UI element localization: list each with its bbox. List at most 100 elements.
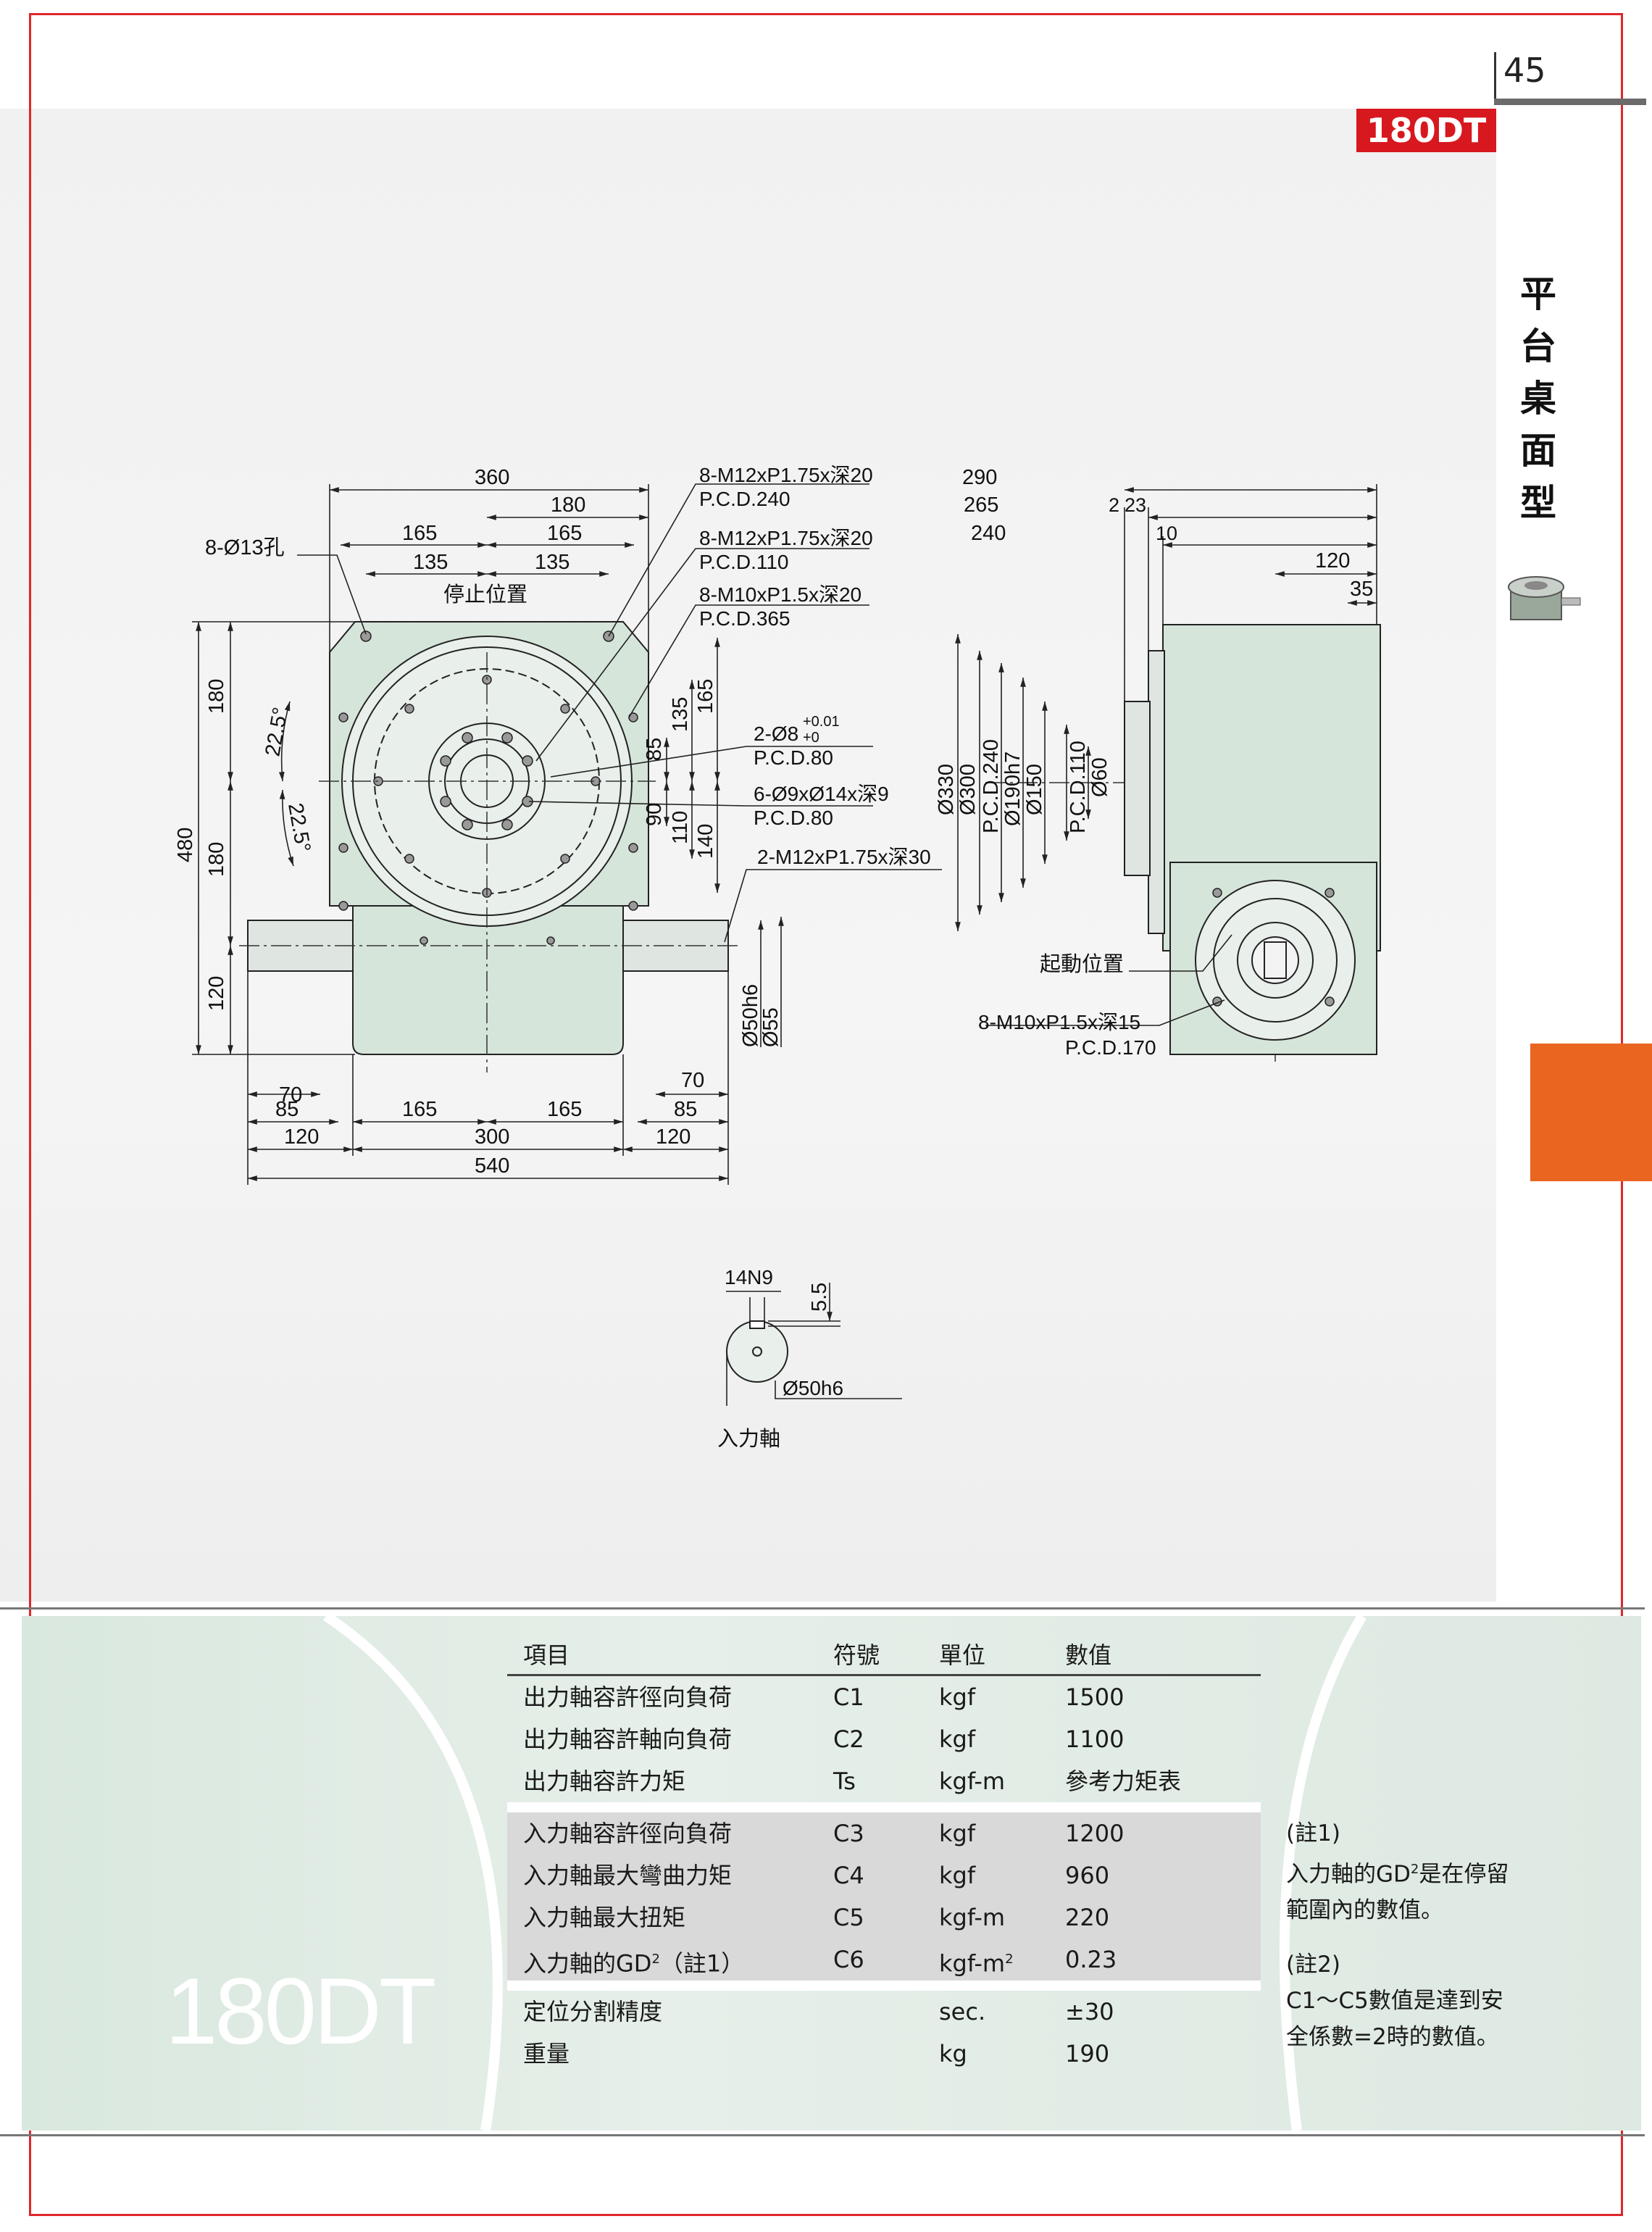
note-label: P.C.D.170 — [1065, 1036, 1156, 1059]
page-number-rule — [1494, 52, 1496, 103]
row-value: 0.23 — [1065, 1946, 1117, 1973]
table-row: 出力軸容許力矩 Ts kgf-m 參考力矩表 — [507, 1760, 1261, 1802]
row-symbol: C6 — [833, 1946, 864, 1973]
dim-label: 165 — [547, 1098, 582, 1121]
vertical-title-char: 型 — [1520, 482, 1556, 524]
header-value: 數值 — [1065, 1641, 1112, 1669]
row-value: 1200 — [1065, 1820, 1125, 1847]
note1-text-end: 是在停留範圍內的數值。 — [1286, 1861, 1509, 1924]
header-symbol: 符號 — [833, 1641, 880, 1669]
dim-label: Ø150 — [1023, 764, 1046, 815]
note1-text: 入力軸的GD — [1286, 1861, 1411, 1888]
table-row: 入力軸最大彎曲力矩 C4 kgf 960 — [507, 1854, 1261, 1896]
spec-table: 項目 符號 單位 數值 出力軸容許徑向負荷 C1 kgf 1500 出力軸容許軸… — [507, 1634, 1261, 2075]
row-symbol: C5 — [833, 1904, 864, 1931]
row-unit: kgf — [939, 1725, 976, 1753]
dim-label: 180 — [551, 494, 585, 517]
row-separator — [507, 1981, 1261, 1991]
dim-label: P.C.D.240 — [980, 739, 1003, 833]
row-unit: kg — [939, 2040, 967, 2067]
note-label: P.C.D.80 — [754, 807, 833, 829]
dim-label: Ø330 — [935, 764, 958, 815]
row-unit: kgf-m — [939, 1767, 1006, 1795]
row-value: 1100 — [1065, 1725, 1125, 1753]
note-label: P.C.D.365 — [699, 607, 790, 630]
row-item: 出力軸容許徑向負荷 — [523, 1683, 733, 1711]
row-item: 入力軸最大扭矩 — [523, 1904, 686, 1931]
row-item-text: 入力軸的GD — [523, 1949, 652, 1978]
note-label: P.C.D.80 — [754, 746, 833, 769]
row-unit-text: kgf-m — [939, 1949, 1006, 1978]
note-label: 2-M12xP1.75x深30 — [757, 846, 931, 868]
dim-label: 165 — [402, 1098, 437, 1121]
note-label: +0.01 — [803, 714, 840, 730]
product-thumbnail-image — [1508, 576, 1581, 620]
dim-label: P.C.D.110 — [1067, 741, 1090, 833]
dim-label: Ø50h6 — [739, 984, 762, 1047]
dim-label: 120 — [284, 1125, 319, 1149]
vertical-title-char: 平 — [1520, 273, 1556, 315]
row-symbol: C3 — [833, 1820, 864, 1847]
table-group-input-shaft: 入力軸容許徑向負荷 C3 kgf 1200 入力軸最大彎曲力矩 C4 kgf 9… — [507, 1812, 1261, 1981]
dim-label: 85 — [275, 1098, 299, 1121]
dim-label: Ø55 — [759, 1007, 783, 1047]
note1-sup: 2 — [1410, 1862, 1419, 1877]
row-symbol: C1 — [833, 1683, 864, 1711]
row-unit: kgf-m — [939, 1904, 1006, 1931]
dim-label: 180 — [205, 842, 228, 877]
row-unit: kgf-m2 — [939, 1939, 1014, 1985]
note-label: 6-Ø9xØ14x深9 — [754, 783, 889, 805]
dim-label: 135 — [413, 551, 448, 574]
table-row: 入力軸的GD2（註1） C6 kgf-m2 0.23 — [507, 1939, 1261, 1981]
dim-label: 480 — [174, 828, 197, 862]
dim-label: 110 — [669, 811, 692, 844]
dim-label: 165 — [547, 522, 582, 545]
row-value: 220 — [1065, 1904, 1110, 1931]
row-unit-sup: 2 — [1005, 1952, 1014, 1967]
dim-label: 180 — [205, 679, 228, 714]
dim-label: 240 — [971, 522, 1006, 545]
header-unit: 單位 — [939, 1641, 986, 1669]
note-label: 2-Ø8 — [754, 723, 798, 745]
note-label: P.C.D.240 — [699, 488, 790, 510]
dim-label: 14N9 — [725, 1266, 773, 1288]
dim-label: 140 — [694, 824, 717, 859]
row-item: 入力軸的GD2（註1） — [523, 1939, 744, 1985]
note1-body: 入力軸的GD2是在停留範圍內的數值。 — [1286, 1852, 1525, 1928]
note1-title: (註1) — [1286, 1820, 1340, 1846]
row-value: 參考力矩表 — [1065, 1767, 1182, 1795]
dim-label: 120 — [656, 1125, 691, 1149]
table-row: 出力軸容許徑向負荷 C1 kgf 1500 — [507, 1676, 1261, 1718]
dim-label: 135 — [535, 551, 570, 574]
table-row: 出力軸容許軸向負荷 C2 kgf 1100 — [507, 1718, 1261, 1760]
row-item-note: （註1） — [659, 1949, 745, 1978]
header-rule — [1494, 99, 1646, 105]
table-row: 重量 kg 190 — [507, 2033, 1261, 2075]
row-symbol: C2 — [833, 1725, 864, 1753]
row-item: 入力軸最大彎曲力矩 — [523, 1862, 733, 1889]
dim-label: 290 — [962, 466, 997, 489]
row-value: 1500 — [1065, 1683, 1125, 1711]
page-number: 45 — [1503, 51, 1546, 90]
dim-label: 70 — [279, 1083, 302, 1107]
front-body-bottom — [352, 905, 624, 1055]
row-value: 960 — [1065, 1862, 1110, 1889]
vertical-title-char: 面 — [1520, 430, 1556, 472]
note-label: 停止位置 — [443, 583, 527, 607]
table-row: 定位分割精度 sec. ±30 — [507, 1991, 1261, 2033]
dim-label: 120 — [205, 976, 228, 1011]
row-unit: kgf — [939, 1862, 976, 1889]
dim-label: 120 — [1315, 549, 1350, 572]
note-label: 起動位置 — [1040, 952, 1124, 976]
note-label: 8-M10xP1.5x深20 — [699, 583, 862, 606]
header-item: 項目 — [523, 1641, 570, 1669]
dim-label: 165 — [402, 522, 437, 545]
row-item-sup: 2 — [651, 1952, 660, 1967]
row-item: 定位分割精度 — [523, 1998, 663, 2025]
note2-title: (註2) — [1286, 1952, 1340, 1978]
note2-body: C1～C5數值是達到安全係數=2時的數值。 — [1286, 1988, 1503, 2051]
row-item: 入力軸容許徑向負荷 — [523, 1820, 733, 1847]
dim-label: 35 — [1350, 578, 1373, 601]
vertical-title-char: 台 — [1520, 325, 1556, 367]
dim-label: 540 — [475, 1154, 509, 1178]
